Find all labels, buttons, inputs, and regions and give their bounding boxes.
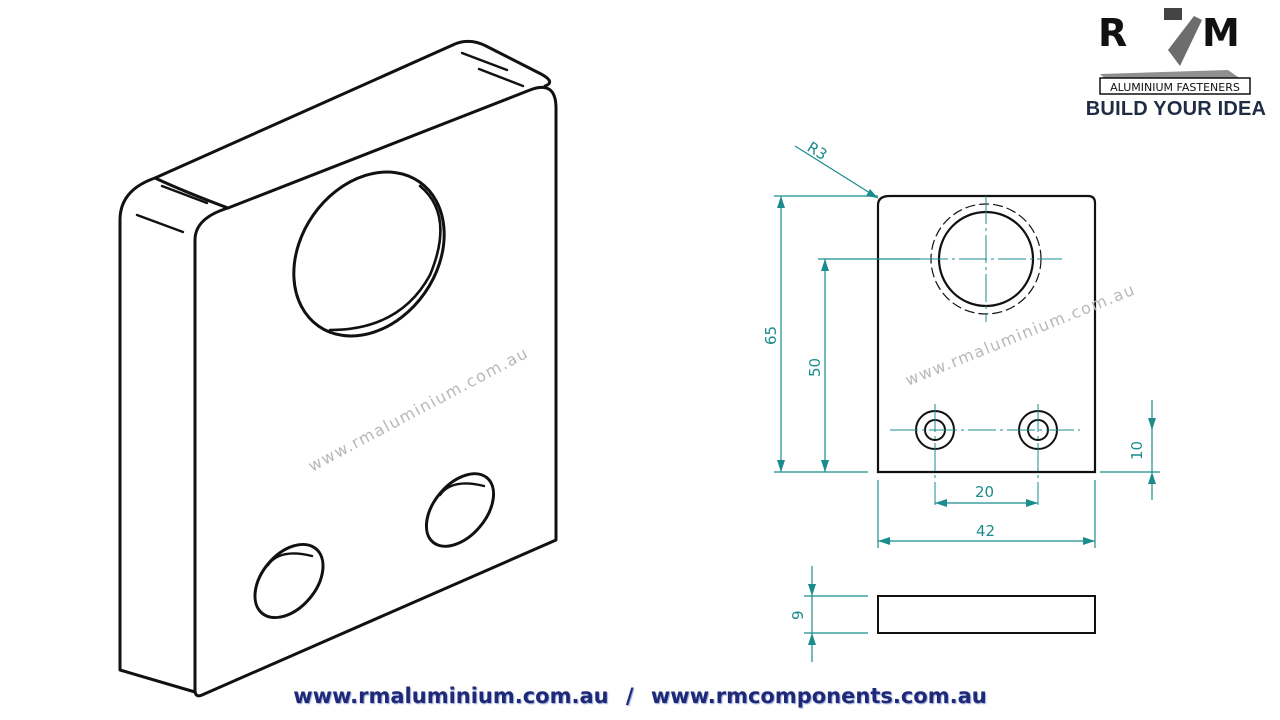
iso-small-hole-left	[253, 542, 325, 620]
iso-edge-tick	[460, 51, 509, 72]
dimension-labels: R3 65 50 10 20 42 9	[762, 138, 1146, 620]
dim-label-radius: R3	[804, 138, 830, 164]
brand-tagline: BUILD YOUR IDEA	[1085, 98, 1267, 120]
side-view-outline	[877, 595, 1096, 634]
logo-banner-text: ALUMINIUM FASTENERS	[1110, 81, 1240, 94]
isometric-view	[118, 39, 558, 698]
iso-edge-tick	[477, 67, 525, 88]
iso-side-face	[118, 176, 197, 694]
dim-label-10: 10	[1128, 441, 1146, 460]
iso-edge-tick	[160, 184, 209, 205]
dimension-lines	[774, 145, 1160, 662]
dim-label-20: 20	[975, 483, 994, 501]
dim-label-65: 65	[762, 326, 780, 345]
iso-front-face	[193, 85, 558, 698]
iso-edge-tick	[135, 213, 185, 234]
iso-small-hole-right	[424, 472, 496, 548]
footer-separator: /	[625, 684, 634, 708]
logo-letter-m: M	[1202, 11, 1240, 55]
logo-letter-r: R	[1098, 11, 1127, 55]
dim-label-9: 9	[789, 610, 807, 620]
watermark-iso: www.rmaluminium.com.au	[305, 343, 532, 476]
footer-link-rmcomponents[interactable]: www.rmcomponents.com.au	[650, 684, 987, 708]
dim-label-50: 50	[806, 358, 824, 377]
watermark-front: www.rmaluminium.com.au	[902, 280, 1138, 390]
brand-logo: R M ALUMINIUM FASTENERS	[1078, 6, 1274, 98]
dim-label-42: 42	[976, 522, 995, 540]
footer-links: www.rmaluminium.com.au / www.rmcomponent…	[0, 684, 1280, 708]
radius-leader	[794, 145, 879, 199]
front-view	[876, 194, 1097, 505]
iso-large-hole	[292, 170, 446, 338]
footer-link-rmaluminium[interactable]: www.rmaluminium.com.au	[293, 684, 609, 708]
centerlines	[890, 196, 1080, 505]
iso-top-face	[153, 39, 552, 210]
logo-banner	[1099, 77, 1251, 95]
front-outline	[876, 194, 1097, 474]
